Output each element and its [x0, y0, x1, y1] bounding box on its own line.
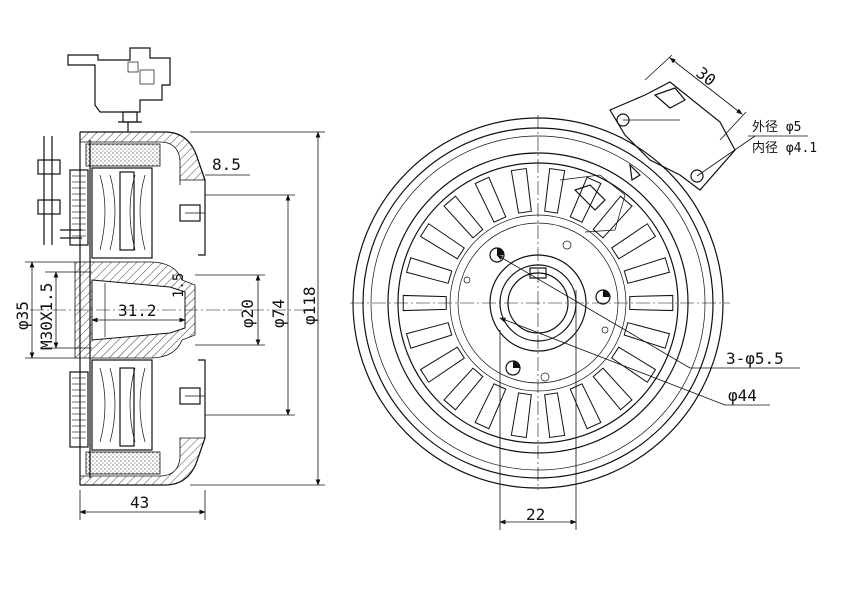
dim-d20-label: φ20 — [238, 299, 257, 328]
slot — [474, 176, 507, 223]
dim-flange-label: 8.5 — [212, 155, 241, 174]
slot — [623, 322, 671, 349]
dim-bore-depth-label: 31.2 — [118, 301, 157, 320]
connector-block — [67, 47, 171, 132]
dim-key-label: 22 — [526, 505, 545, 524]
slot — [510, 167, 532, 214]
dim-bracket-label: 30 — [693, 63, 720, 90]
dim-d74 — [205, 194, 295, 416]
slot — [629, 294, 674, 312]
slot — [474, 383, 507, 430]
dim-chamfer-label: 1.5 — [171, 273, 187, 298]
slot — [443, 367, 484, 411]
outer-dia-label: 外径 φ5 — [752, 120, 801, 135]
slot — [623, 257, 671, 284]
slot — [569, 176, 602, 223]
dim-width-43 — [79, 490, 206, 520]
radial-slots — [402, 167, 674, 439]
slot — [544, 167, 566, 214]
side-section-view: 43 8.5 φ118 φ74 φ20 31.2 1.5 — [13, 47, 325, 520]
mounting-holes — [463, 240, 611, 382]
leader-d44 — [499, 317, 770, 406]
dim-d44-label: φ44 — [728, 386, 757, 405]
slot — [402, 294, 447, 312]
inner-dia-label: 内径 φ4.1 — [752, 140, 817, 156]
dim-flange-8.5 — [179, 174, 250, 185]
dim-key-22 — [499, 290, 577, 530]
dim-d118-label: φ118 — [300, 286, 319, 325]
coil-upper — [69, 167, 153, 259]
dim-d35-label: φ35 — [13, 301, 32, 330]
dim-d20 — [195, 274, 265, 346]
slot — [419, 346, 465, 383]
slot — [611, 346, 657, 383]
slot — [405, 257, 453, 284]
slot — [544, 392, 566, 439]
slot — [443, 195, 484, 239]
dim-d35 — [25, 261, 75, 359]
slot — [592, 367, 633, 411]
dim-width-label: 43 — [130, 493, 149, 512]
slot — [592, 195, 633, 239]
dim-thread — [45, 271, 92, 349]
dim-bracket-30 — [644, 54, 747, 141]
leader-dia-labels — [623, 119, 808, 177]
terminal-bracket — [559, 81, 736, 233]
front-view: 22 3-φ5.5 φ44 30 外径 φ5 内径 φ4.1 — [350, 54, 817, 530]
dim-d74-label: φ74 — [269, 299, 288, 328]
slot — [569, 383, 602, 430]
slot — [611, 223, 657, 260]
coil-lower — [69, 359, 153, 451]
slot — [419, 223, 465, 260]
dim-holes-label: 3-φ5.5 — [726, 349, 784, 368]
leader-holes — [496, 254, 800, 369]
lead-wires — [37, 136, 82, 245]
dim-thread-label: M30X1.5 — [37, 283, 56, 350]
housing — [79, 131, 206, 486]
dim-d118 — [190, 131, 325, 486]
slot — [405, 322, 453, 349]
slot — [510, 392, 532, 439]
